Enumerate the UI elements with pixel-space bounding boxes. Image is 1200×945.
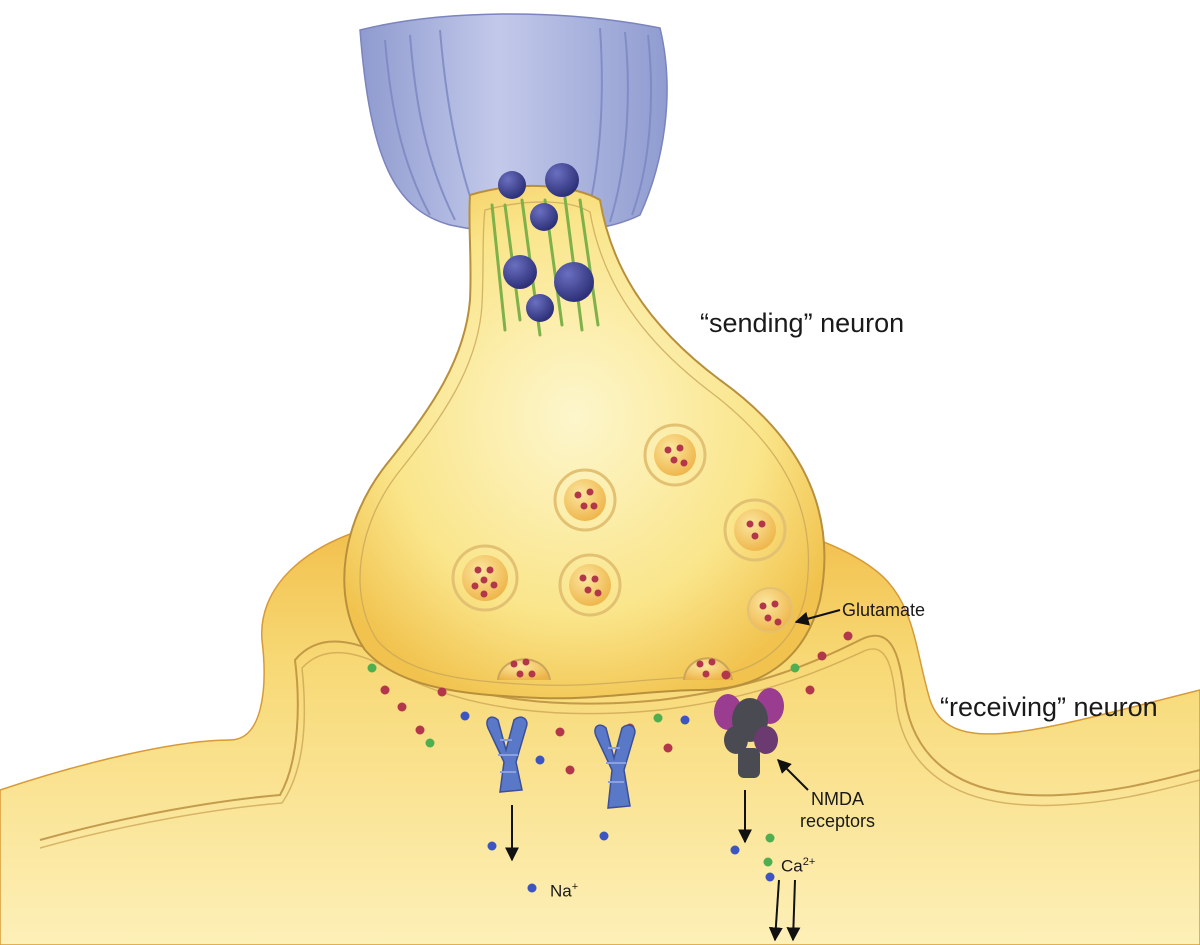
vesicle-fusing xyxy=(683,657,733,681)
ampa-receptor-left xyxy=(486,716,528,793)
sodium-label-base: Na xyxy=(550,881,572,901)
nmda-label-line1: NMDA xyxy=(811,789,865,809)
nmda-label-line2: receptors xyxy=(800,811,876,831)
vesicle xyxy=(643,423,707,487)
purple-organelles xyxy=(498,163,594,322)
sending-neuron-label: “sending” neuron xyxy=(700,308,905,338)
vesicle xyxy=(558,553,622,617)
sodium-label-charge: + xyxy=(571,881,579,893)
calcium-ions xyxy=(367,663,800,867)
sodium-ions xyxy=(460,711,775,893)
vesicle-fusing xyxy=(497,658,551,681)
glutamate-arrow xyxy=(794,609,841,626)
vesicle xyxy=(747,587,793,633)
vesicle xyxy=(553,468,617,532)
sodium-label: Na+ xyxy=(550,881,578,902)
ca-arrow-2 xyxy=(786,879,801,942)
ca-arrow-1 xyxy=(768,879,783,942)
calcium-label-charge: 2+ xyxy=(802,856,816,868)
vesicle xyxy=(451,544,519,612)
nmda-receptors-label: NMDA receptors xyxy=(800,788,875,832)
receiving-neuron-label: “receiving” neuron xyxy=(940,692,1158,722)
nmda-arrow xyxy=(777,759,809,791)
synaptic-vesicles xyxy=(451,423,793,681)
ampa-receptor-right xyxy=(594,724,636,809)
nmda-receptor xyxy=(714,688,784,778)
calcium-label-base: Ca xyxy=(781,856,803,876)
calcium-label: Ca2+ xyxy=(781,856,815,877)
glutamate-label: Glutamate xyxy=(842,600,926,620)
vesicle xyxy=(723,498,787,562)
arrows xyxy=(505,609,841,942)
